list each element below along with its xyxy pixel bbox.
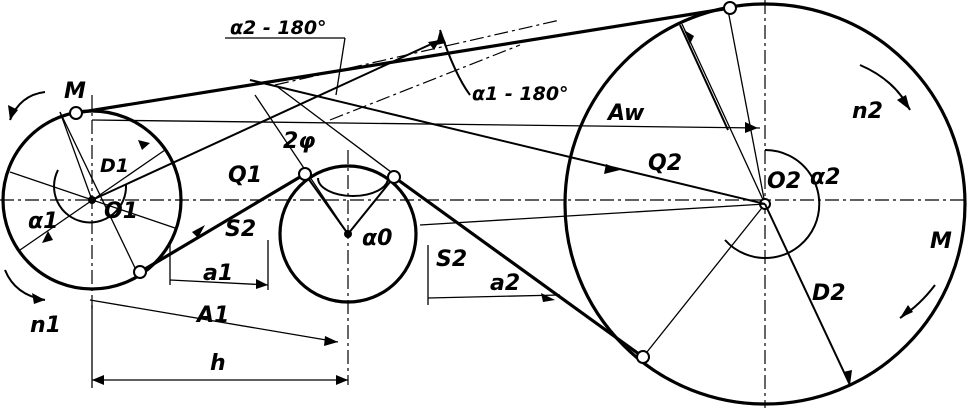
label-Aw: Aw — [606, 101, 645, 126]
label-D2: D2 — [812, 281, 846, 306]
node-small-lower — [133, 265, 147, 279]
force-lines — [59, 24, 851, 386]
a1-arrow — [256, 279, 268, 289]
alpha2-angle-arc — [724, 148, 821, 259]
small-pulley-arrow-1 — [138, 140, 150, 150]
idler-radius-right — [347, 176, 395, 235]
belt-lower-right-span — [393, 175, 644, 359]
label-alpha1: α1 — [28, 209, 58, 234]
label-O1: O1 — [104, 199, 138, 224]
label-A1: A1 — [195, 303, 229, 328]
node-large-top — [723, 1, 737, 15]
Q2-arrow — [604, 164, 620, 174]
Aw-arrow — [745, 122, 758, 133]
label-M-left: M — [64, 79, 86, 104]
angle-construction-line-1 — [274, 19, 561, 86]
label-alpha2: α2 — [810, 165, 840, 190]
M-left-rotation-head — [8, 105, 18, 120]
tangent-points — [69, 1, 737, 364]
h-arrow-left — [92, 375, 104, 385]
label-S2-right: S2 — [436, 247, 467, 272]
labels: M α2 - 180° α1 - 180° Aw n2 2φ D1 O1 O2 … — [28, 17, 952, 376]
large-pulley-rim — [563, 2, 967, 406]
h-arrow-right — [336, 375, 348, 385]
label-a2: a2 — [490, 271, 520, 296]
node-M-top-left — [69, 106, 83, 120]
belt-lower-left-span — [139, 172, 306, 274]
label-alpha0: α0 — [362, 226, 392, 251]
S2-left-arrow — [192, 225, 205, 238]
label-n2: n2 — [852, 99, 883, 124]
rotation-arrows — [4, 29, 936, 319]
A1-arrow — [324, 336, 338, 346]
belt-upper-inner-line — [75, 7, 731, 114]
belt — [75, 6, 731, 359]
bisector-line — [254, 94, 349, 235]
n2-rotation-head — [897, 95, 910, 110]
label-n1: n1 — [30, 313, 61, 338]
small-pulley-radius-M — [59, 111, 93, 201]
arrowheads — [42, 30, 852, 385]
large-pulley-spoke — [642, 203, 766, 358]
large-pulley-spoke-3 — [727, 9, 766, 205]
alpha2-label-pointer — [335, 37, 346, 96]
alpha0-angle-arc — [317, 177, 389, 197]
D2-arrow — [843, 370, 852, 385]
M-right-rotation-head — [900, 305, 913, 318]
large-radius-arrow — [684, 30, 694, 44]
a1-dimension — [169, 279, 269, 286]
n1-rotation-arc — [4, 269, 46, 301]
Q1-force-line — [91, 39, 441, 201]
label-2phi: 2φ — [283, 129, 316, 154]
label-O2: O2 — [767, 169, 801, 194]
label-h: h — [210, 351, 226, 376]
n1-rotation-head — [32, 293, 45, 304]
label-Q2: Q2 — [648, 151, 682, 176]
label-Q1: Q1 — [228, 163, 262, 188]
M-left-rotation-arc — [9, 91, 46, 121]
node-idler-right — [387, 170, 401, 184]
label-alpha2-minus-180: α2 - 180° — [230, 17, 327, 39]
alpha1-label-head — [436, 30, 446, 45]
label-S2-left: S2 — [225, 217, 256, 242]
label-alpha1-minus-180: α1 - 180° — [472, 83, 569, 105]
node-idler-left — [298, 167, 312, 181]
large-pulley-spoke-2 — [681, 23, 766, 205]
S2-right-arrow — [541, 293, 555, 302]
alpha1-angle-arc — [53, 169, 128, 224]
small-pulley-arrow-2 — [42, 231, 53, 243]
Aw-dimension-line — [91, 119, 761, 129]
label-a1: a1 — [203, 261, 233, 286]
resultant-line — [274, 84, 396, 176]
node-large-lower — [636, 350, 650, 364]
A1-dimension — [89, 299, 339, 343]
S2-direction-line — [419, 203, 766, 226]
large-pulley-radius-upper — [679, 24, 729, 131]
idler-pulley — [278, 164, 418, 304]
Q2-force-line — [249, 79, 766, 205]
label-D1: D1 — [100, 155, 129, 177]
dimension-lines — [89, 37, 561, 388]
a2-dimension — [427, 294, 561, 299]
idler-pulley-rim — [278, 164, 418, 304]
small-pulley-spoke — [59, 111, 138, 273]
D2-radius-line — [764, 203, 851, 386]
label-M-right: M — [930, 229, 952, 254]
